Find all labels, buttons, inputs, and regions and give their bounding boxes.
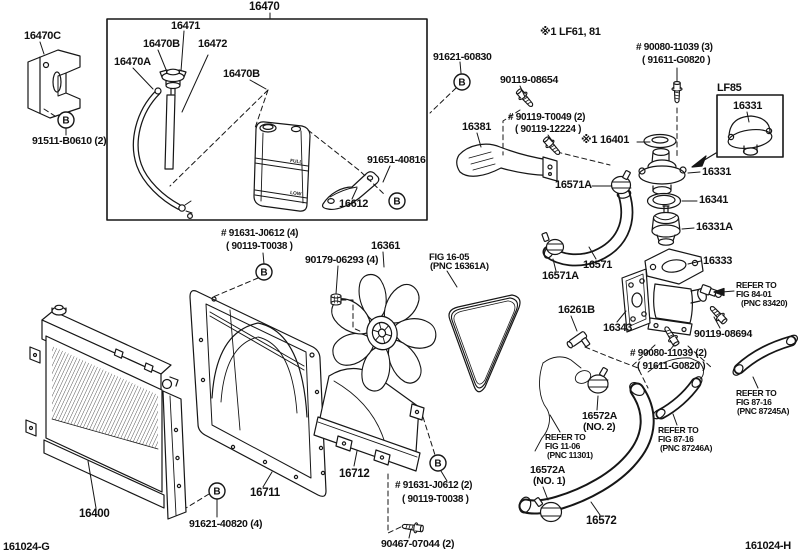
hose-clamp-16572a-no1 xyxy=(533,497,563,523)
lower-shroud-16712 xyxy=(313,367,425,472)
b-marker-letter: B xyxy=(458,78,465,89)
fan-shroud-16711 xyxy=(189,290,327,497)
reserve-tank-16470: FULL LOW xyxy=(253,121,311,212)
tank-full-mark: FULL xyxy=(290,158,303,166)
overflow-hose-16470a xyxy=(132,87,194,220)
overflow-tube-16471 xyxy=(164,94,176,170)
b-marker-letter: B xyxy=(434,459,441,470)
b-marker-letter: B xyxy=(213,487,220,498)
engine-outline xyxy=(534,356,704,452)
b-marker-letter: B xyxy=(62,116,69,127)
fan-belt xyxy=(448,294,521,393)
lf85-box xyxy=(716,94,784,158)
nut-90179-06293 xyxy=(330,293,342,306)
gasket-16401 xyxy=(643,133,677,149)
leader-lines xyxy=(39,12,759,539)
fan-16361 xyxy=(326,270,438,395)
dashed-lines xyxy=(43,87,713,534)
group-box-16470 xyxy=(106,18,428,221)
gasket-16343 xyxy=(621,268,651,333)
b-marker-letter: B xyxy=(393,197,400,208)
b-markers: B B B B B B xyxy=(57,73,471,500)
bolt-90119-t0049 xyxy=(540,134,564,159)
heater-hose-87246a xyxy=(652,376,703,420)
water-inlet-16331 xyxy=(638,148,687,195)
radiator-cap-16470b xyxy=(159,68,187,95)
bracket-16381 xyxy=(456,143,558,182)
lf85-arrowhead xyxy=(691,155,707,168)
heater-hose-87245a xyxy=(732,334,799,376)
radiator-16400 xyxy=(25,304,187,520)
bolt-90119-08694 xyxy=(706,302,730,327)
bolt-90080-11039-3 xyxy=(671,80,683,104)
tank-low-mark: LOW xyxy=(290,190,302,198)
reserve-tank-bracket-16470c xyxy=(27,49,81,119)
hose-clamp-16571a-2 xyxy=(541,232,565,256)
bracket-16612 xyxy=(321,171,380,210)
thermostat-16331a xyxy=(651,205,681,246)
hose-clamp-16571a-1 xyxy=(610,170,632,195)
b-marker-letter: B xyxy=(260,268,267,279)
bolt-90467-07044 xyxy=(401,520,425,535)
bolt-90119-08654 xyxy=(513,86,537,111)
lf85-water-inlet-16331 xyxy=(727,115,773,156)
hose-clamp-16572a-no2 xyxy=(587,367,609,394)
drain-cock-16261b xyxy=(566,331,591,349)
fig-84-01-arrowhead xyxy=(713,287,725,297)
